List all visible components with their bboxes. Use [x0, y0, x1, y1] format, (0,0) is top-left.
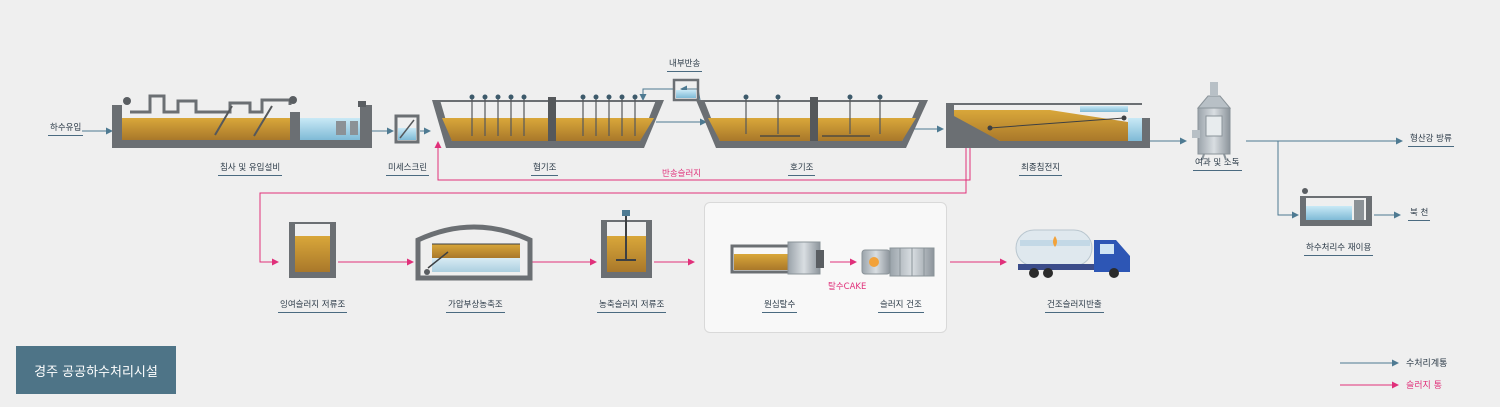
- daf-thickener: [415, 224, 533, 281]
- label-thickened-storage: 농축슬러지 저류조: [597, 300, 667, 313]
- label-dryer: 슬러지 건조: [878, 300, 924, 313]
- sludge-flow-lines: [259, 141, 1007, 266]
- page-title: 경주 공공하수처리시설: [16, 346, 176, 394]
- filtration-unit: [1192, 82, 1232, 161]
- grit-chamber: [112, 94, 372, 148]
- tanker-truck: [1015, 229, 1130, 278]
- final-clarifier: [946, 103, 1150, 148]
- excess-sludge-tank: [289, 222, 336, 278]
- label-dried-out: 건조슬러지반출: [1045, 300, 1104, 313]
- label-daf: 가압부상농축조: [446, 300, 505, 313]
- legend-lines: [1340, 359, 1399, 389]
- label-filtration: 여과 및 소독: [1193, 158, 1242, 171]
- label-internal-return: 내부반송: [667, 59, 703, 72]
- label-reuse: 하수처리수 재이용: [1304, 243, 1374, 256]
- label-excess-sludge: 잉여슬러지 저류조: [278, 300, 348, 313]
- label-inflow: 하수유입: [48, 123, 84, 136]
- legend-sludge-label: 슬러지 통: [1406, 381, 1442, 391]
- fine-screen-unit: [394, 114, 420, 144]
- aerobic-tank: [696, 94, 928, 148]
- thickened-sludge-tank: [601, 210, 652, 278]
- water-flow-lines: [82, 85, 1403, 219]
- legend-water-label: 수처리계통: [1406, 359, 1448, 369]
- label-final-clarifier: 최종침전지: [1019, 163, 1063, 176]
- dryer-drawing: [861, 247, 935, 277]
- label-centrifuge: 원심탈수: [762, 300, 798, 313]
- label-fine-screen: 미세스크린: [386, 163, 430, 176]
- anoxic-tank: [432, 94, 664, 148]
- centrifuge-drawing: [730, 241, 824, 275]
- label-aerobic: 호기조: [788, 163, 816, 176]
- label-anoxic: 혐기조: [531, 163, 559, 176]
- reuse-tank: [1300, 188, 1372, 226]
- label-cake: 탈수CAKE: [828, 282, 867, 292]
- label-bukcheon: 북 천: [1408, 208, 1431, 221]
- label-return-sludge: 반송슬러지: [662, 169, 702, 179]
- label-grit: 침사 및 유입설비: [218, 163, 283, 176]
- internal-return-box: [672, 78, 700, 102]
- dewatering-panel-drawing: [730, 241, 935, 277]
- label-discharge-river: 형산강 방류: [1408, 134, 1454, 147]
